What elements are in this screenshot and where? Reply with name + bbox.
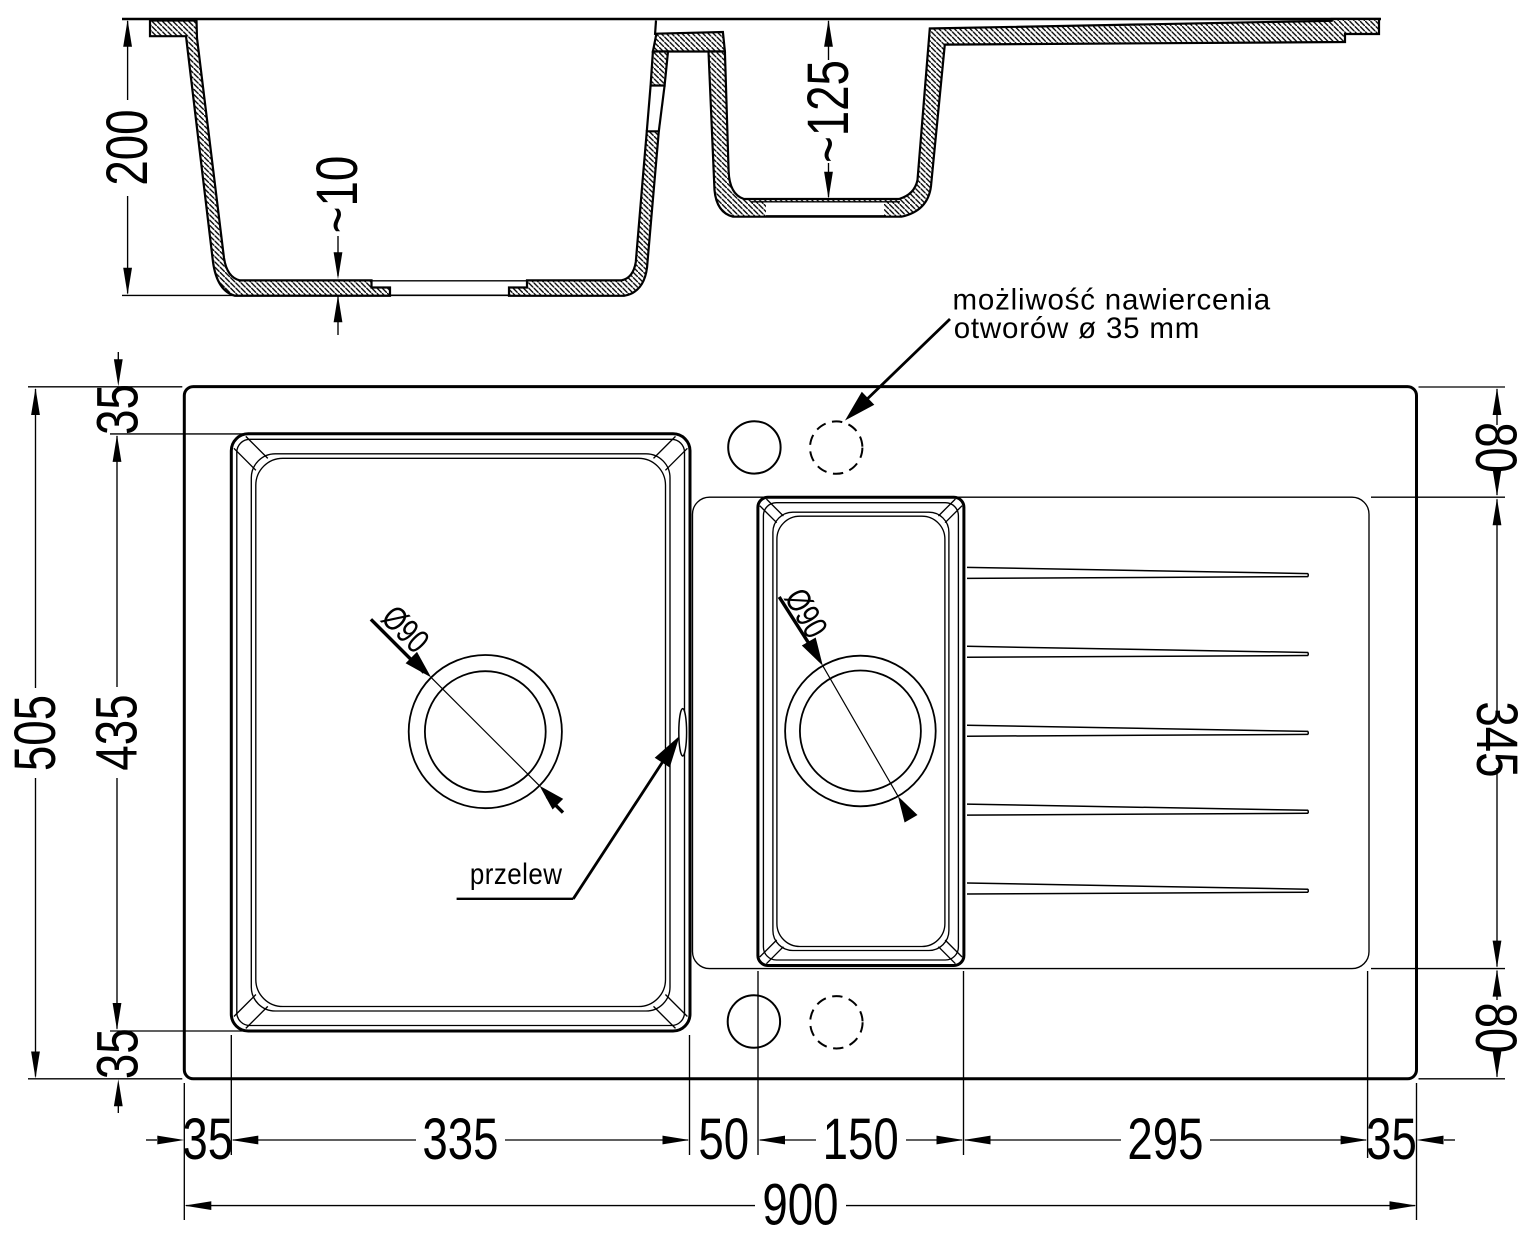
svg-text:345: 345 [1464,701,1529,777]
svg-text:35: 35 [1366,1108,1417,1173]
svg-text:otworów ø 35 mm: otworów ø 35 mm [954,312,1200,345]
svg-text:35: 35 [86,384,151,435]
svg-text:80: 80 [1463,422,1528,473]
svg-text:35: 35 [86,1028,151,1079]
svg-text:435: 435 [85,694,150,770]
svg-text:~10: ~10 [306,156,371,233]
svg-text:80: 80 [1463,1003,1528,1054]
svg-text:~125: ~125 [797,60,862,163]
svg-text:50: 50 [698,1108,749,1173]
svg-text:przelew: przelew [470,857,563,890]
svg-text:150: 150 [823,1108,899,1173]
svg-text:35: 35 [182,1108,233,1173]
svg-text:200: 200 [96,109,161,185]
svg-text:295: 295 [1127,1108,1203,1173]
svg-text:możliwość nawiercenia: możliwość nawiercenia [953,284,1271,317]
svg-text:335: 335 [422,1108,498,1173]
svg-text:505: 505 [3,695,68,771]
svg-text:900: 900 [762,1173,838,1238]
